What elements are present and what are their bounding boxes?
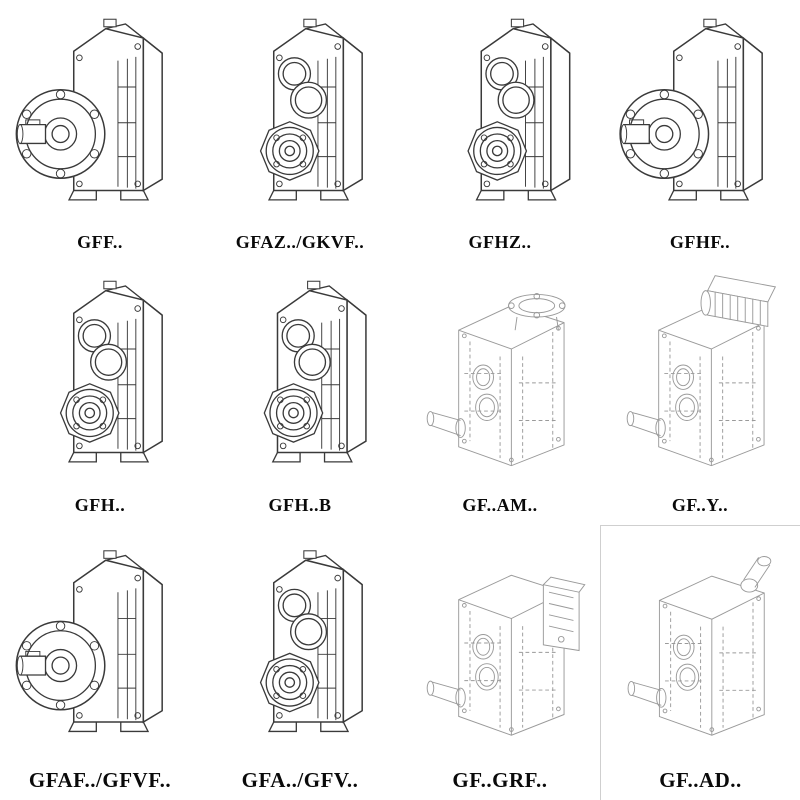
gearbox-with-input-shaft-adapter-ghost-drawing	[603, 530, 798, 766]
gearbox-label: GFHF..	[669, 232, 731, 253]
gearbox-label: GF..Y..	[671, 494, 729, 515]
gearbox-cell-gf-grf: GF..GRF..	[400, 525, 600, 800]
flange-output-gearbox-drawing	[2, 529, 198, 766]
flange-output-gearbox-drawing	[2, 4, 198, 228]
gearbox-with-motor-adapter-flange-ghost-drawing	[402, 266, 598, 490]
flange-output-gearbox-drawing	[602, 4, 798, 228]
gearbox-cell-gfhf: GFHF..	[600, 0, 800, 262]
gearbox-label: GFAF../GFVF..	[28, 767, 172, 792]
gearbox-with-primary-reducer-ghost-drawing	[402, 529, 598, 766]
gearbox-label: GFH..	[74, 494, 126, 515]
gearbox-label: GFA../GFV..	[241, 767, 359, 792]
gearbox-cell-gf-y: GF..Y..	[600, 262, 800, 524]
gearbox-label: GFF..	[77, 232, 123, 253]
hollow-shaft-gearbox-drawing	[202, 4, 398, 228]
gearbox-label: GF..AM..	[462, 494, 538, 515]
gearbox-label: GF..AD..	[659, 767, 742, 792]
gearbox-label: GFH..B	[268, 494, 332, 515]
hollow-shaft-gearbox-drawing	[202, 529, 398, 766]
gearbox-cell-gfh: GFH..	[0, 262, 200, 524]
gearbox-label: GFAZ../GKVF..	[235, 232, 365, 253]
gearbox-cell-gfa-gfv: GFA../GFV..	[200, 525, 400, 800]
gearbox-cell-gfh-b: GFH..B	[200, 262, 400, 524]
gearbox-label: GF..GRF..	[452, 767, 548, 792]
gearbox-cell-gf-ad: GF..AD..	[600, 524, 800, 800]
gearbox-cell-gff: GFF..	[0, 0, 200, 262]
gearbox-with-mounted-motor-ghost-drawing	[602, 266, 798, 490]
foot-mounted-gearbox-drawing	[2, 266, 198, 490]
foot-mounted-gearbox-drawing	[202, 266, 398, 490]
gearbox-cell-gfaz-gkvf: GFAZ../GKVF..	[200, 0, 400, 262]
gearbox-label: GFHZ..	[468, 232, 532, 253]
hollow-shaft-gearbox-drawing	[402, 4, 598, 228]
gearbox-cell-gf-am: GF..AM..	[400, 262, 600, 524]
gearbox-cell-gfaf-gfvf: GFAF../GFVF..	[0, 525, 200, 800]
gearbox-cell-gfhz: GFHZ..	[400, 0, 600, 262]
